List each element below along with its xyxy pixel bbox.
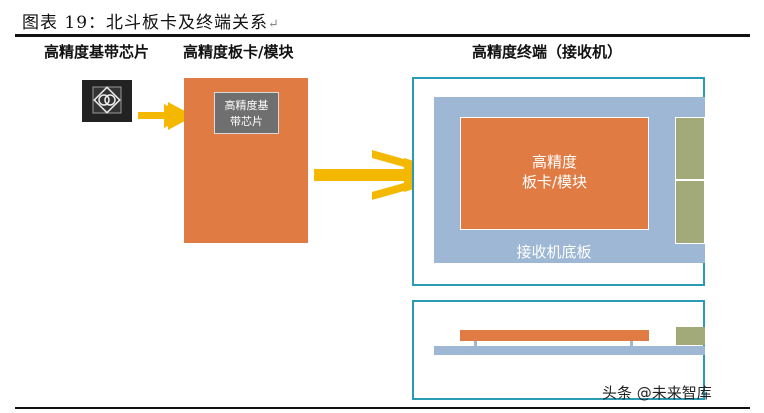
board-chip: 高精度基 带芯片 xyxy=(214,92,279,134)
side-standoff-left xyxy=(474,341,477,347)
connector-lower xyxy=(675,180,705,244)
heading-board: 高精度板卡/模块 xyxy=(183,43,294,61)
terminal-board-module xyxy=(460,117,649,230)
bottom-rule xyxy=(15,407,750,409)
watermark: 头条 @未来智库 xyxy=(602,384,712,402)
side-standoff-right xyxy=(630,341,633,347)
board-chip-label-line1: 高精度基 xyxy=(224,99,269,112)
connector-upper xyxy=(675,117,705,180)
board-chip-label-line2: 带芯片 xyxy=(230,115,263,128)
module-label-line2: 板卡/模块 xyxy=(521,173,588,191)
return-mark: ↵ xyxy=(268,17,280,32)
baseplate-label: 接收机底板 xyxy=(516,243,592,261)
chip-logo-icon xyxy=(92,86,122,114)
module-label-line1: 高精度 xyxy=(531,153,577,171)
side-baseplate xyxy=(434,346,705,355)
figure-title-text: 图表 19：北斗板卡及终端关系 xyxy=(22,13,269,33)
heading-terminal: 高精度终端（接收机） xyxy=(472,43,623,61)
arrow-chip-to-board-icon xyxy=(138,102,194,130)
figure-title: 图表 19：北斗板卡及终端关系↵ xyxy=(22,8,280,33)
side-module xyxy=(460,330,649,341)
top-rule xyxy=(15,34,750,37)
terminal-module-label: 高精度 板卡/模块 xyxy=(460,152,649,192)
heading-chip: 高精度基带芯片 xyxy=(44,43,150,61)
side-connector xyxy=(676,327,705,345)
